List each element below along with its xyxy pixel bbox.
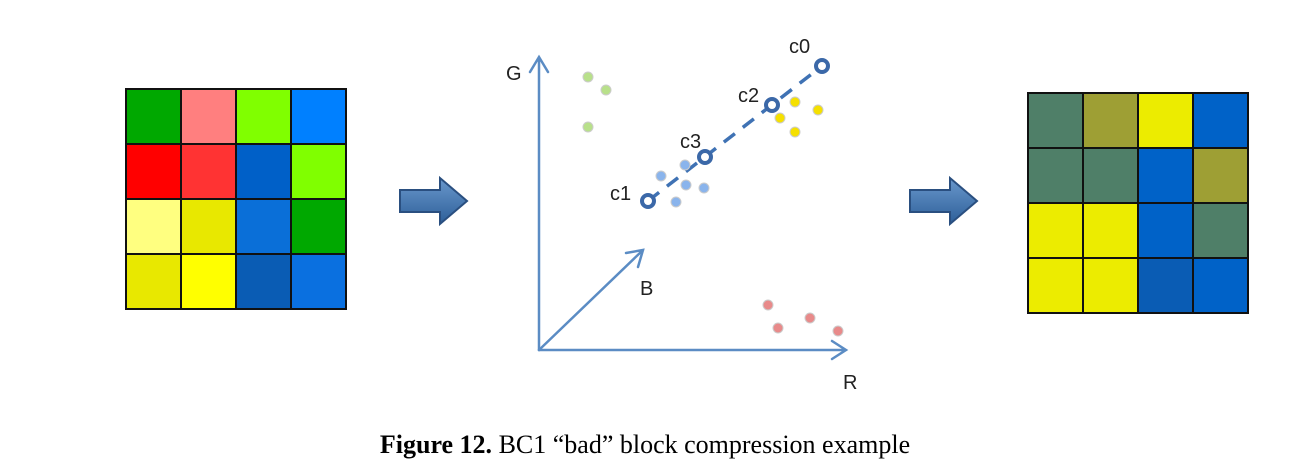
pixel-point [832, 325, 844, 337]
pixel-cell [1084, 259, 1137, 312]
pixel-cell [237, 90, 290, 143]
pixel-cell [182, 200, 235, 253]
pixel-cell [1139, 204, 1192, 257]
r-axis-label: R [843, 372, 857, 394]
caption-label: Figure 12. [379, 430, 493, 459]
pixel-point [812, 104, 824, 116]
pixel-point [600, 84, 612, 96]
pixel-cell [1029, 94, 1082, 147]
pixel-cell [1084, 204, 1137, 257]
pixel-cell [237, 255, 290, 308]
pixel-cell [1194, 259, 1247, 312]
pixel-point [670, 196, 682, 208]
pixel-cell [292, 255, 345, 308]
pixel-point [582, 71, 594, 83]
pixel-cell [127, 255, 180, 308]
pixel-cell [237, 145, 290, 198]
endpoint-marker-c2 [764, 97, 780, 113]
pixel-cell [292, 145, 345, 198]
pixel-cell [182, 90, 235, 143]
pixel-point [582, 121, 594, 133]
endpoint-label-c1: c1 [610, 183, 631, 205]
pixel-cell [1029, 204, 1082, 257]
pixel-cell [1194, 94, 1247, 147]
g-axis-label: G [506, 63, 522, 85]
pixel-point [680, 179, 692, 191]
pixel-cell [1139, 259, 1192, 312]
pixel-point [774, 112, 786, 124]
r-axis [537, 339, 849, 361]
pixel-cell [1029, 259, 1082, 312]
pixel-cell [1084, 94, 1137, 147]
pixel-cell [1194, 204, 1247, 257]
pixel-point [698, 182, 710, 194]
endpoint-label-c3: c3 [680, 131, 701, 153]
endpoint-line [646, 64, 824, 203]
pixel-point [762, 299, 774, 311]
b-axis [537, 248, 645, 352]
pixel-cell [182, 145, 235, 198]
figure-caption: Figure 12. BC1 “bad” block compression e… [0, 430, 1290, 460]
g-axis [528, 54, 550, 352]
pixel-cell [292, 200, 345, 253]
pixel-cell [1139, 149, 1192, 202]
output-pixel-block [1027, 92, 1249, 314]
caption-text: BC1 “bad” block compression example [492, 430, 911, 459]
endpoint-marker-c1 [640, 193, 656, 209]
pixel-point [679, 159, 691, 171]
pixel-cell [127, 90, 180, 143]
endpoint-marker-c0 [814, 58, 830, 74]
pixel-point [789, 126, 801, 138]
b-axis-label: B [640, 278, 653, 300]
pixel-point [772, 322, 784, 334]
pixel-cell [1084, 149, 1137, 202]
pixel-point [789, 96, 801, 108]
pixel-cell [1139, 94, 1192, 147]
endpoint-label-c2: c2 [738, 85, 759, 107]
pixel-cell [1029, 149, 1082, 202]
right-arrow-icon [909, 175, 979, 227]
pixel-point [655, 170, 667, 182]
pixel-cell [292, 90, 345, 143]
pixel-cell [127, 200, 180, 253]
pixel-cell [127, 145, 180, 198]
pixel-cell [182, 255, 235, 308]
pixel-cell [1194, 149, 1247, 202]
endpoint-marker-c3 [697, 149, 713, 165]
pixel-point [804, 312, 816, 324]
input-pixel-block [125, 88, 347, 310]
right-arrow-icon [399, 175, 469, 227]
endpoint-label-c0: c0 [789, 36, 810, 58]
pixel-cell [237, 200, 290, 253]
